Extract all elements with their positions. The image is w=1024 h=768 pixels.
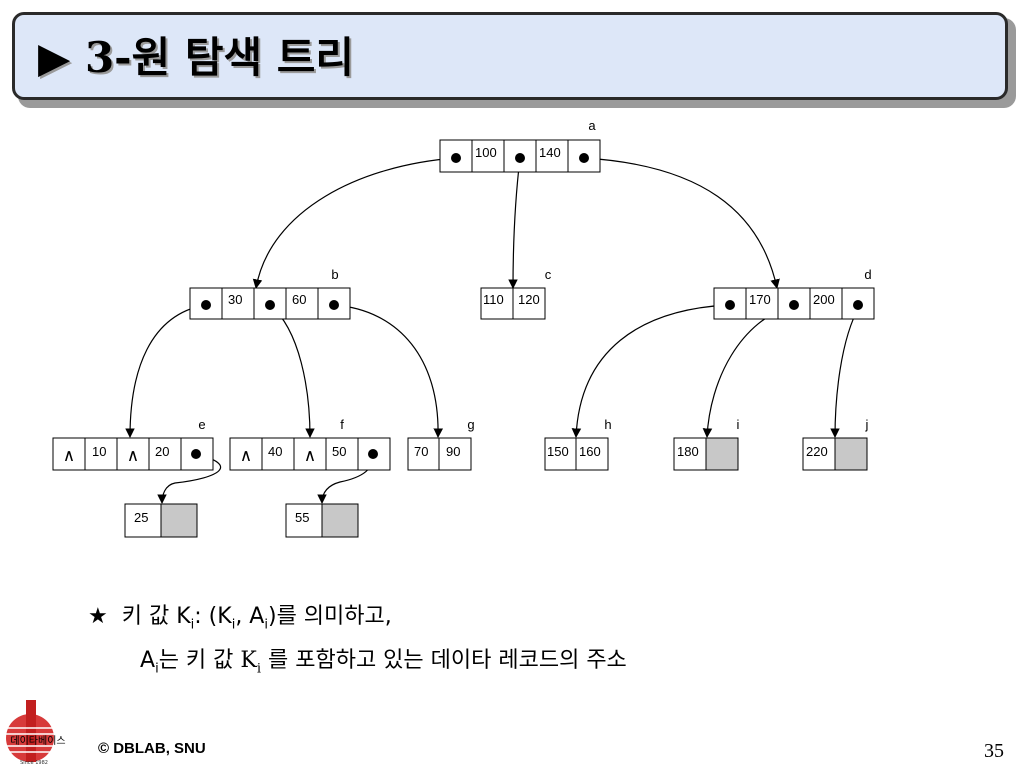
desc-text: 를 포함하고 있는 데이타 레코드의 주소 bbox=[261, 648, 627, 673]
desc-sub: i bbox=[264, 617, 268, 633]
desc-text: A bbox=[140, 648, 156, 673]
key-cell: 200 bbox=[813, 292, 835, 307]
node-h: h 150 160 bbox=[544, 417, 612, 471]
desc-key: K bbox=[240, 648, 257, 673]
edge-a-c bbox=[508, 157, 521, 289]
title-text: 원 탐색 트리 bbox=[131, 33, 355, 82]
key-cell: 10 bbox=[92, 444, 106, 459]
edge-a-b bbox=[252, 157, 457, 289]
title-box bbox=[12, 12, 1008, 100]
null-pointer-icon: ∧ bbox=[127, 446, 139, 465]
pointer-icon bbox=[329, 300, 339, 310]
title-arrow-icon: ▶ bbox=[38, 33, 71, 82]
node-e: e ∧ ∧ 10 20 bbox=[52, 417, 214, 471]
pointer-icon bbox=[265, 300, 275, 310]
node-label: h bbox=[604, 417, 611, 432]
key-cell: 140 bbox=[539, 145, 561, 160]
edge-b-f bbox=[269, 304, 315, 438]
key-cell: 220 bbox=[806, 444, 828, 459]
node-g: g 70 90 bbox=[407, 417, 475, 471]
pointer-icon bbox=[789, 300, 799, 310]
node-label: c bbox=[545, 267, 552, 282]
pointer-icon bbox=[201, 300, 211, 310]
pointer-icon bbox=[725, 300, 735, 310]
key-cell: 20 bbox=[155, 444, 169, 459]
pointer-icon bbox=[451, 153, 461, 163]
logo-since: Since 1982 bbox=[20, 760, 48, 766]
star-bullet-icon: ★ bbox=[88, 604, 108, 629]
node-label: i bbox=[737, 417, 740, 432]
null-pointer-icon: ∧ bbox=[304, 446, 316, 465]
empty-cell bbox=[834, 437, 868, 471]
key-cell: 25 bbox=[134, 510, 148, 525]
node-f: f ∧ ∧ 40 50 bbox=[229, 417, 391, 471]
dblab-logo: 데이타베이스 Since 1982 bbox=[0, 700, 76, 768]
key-cell: 160 bbox=[579, 444, 601, 459]
pointer-icon bbox=[368, 449, 378, 459]
node-i: i 180 bbox=[673, 417, 740, 471]
node-label: d bbox=[864, 267, 871, 282]
node-e-child: 25 bbox=[124, 503, 198, 538]
null-pointer-icon: ∧ bbox=[240, 446, 252, 465]
edge-d-j bbox=[830, 304, 861, 438]
edge-d-i bbox=[702, 304, 795, 438]
key-cell: 90 bbox=[446, 444, 460, 459]
node-f-child: 55 bbox=[285, 503, 359, 538]
footer-copyright: © DBLAB, SNU bbox=[98, 740, 206, 757]
key-cell: 180 bbox=[677, 444, 699, 459]
description-line-2: Ai는 키 값 Ki 를 포함하고 있는 데이타 레코드의 주소 bbox=[140, 642, 627, 676]
key-cell: 40 bbox=[268, 444, 282, 459]
empty-cell bbox=[705, 437, 739, 471]
node-label: a bbox=[588, 118, 596, 133]
slide-title: ▶ 3-원 탐색 트리 bbox=[38, 24, 354, 85]
pointer-icon bbox=[853, 300, 863, 310]
key-cell: 55 bbox=[295, 510, 309, 525]
description-line-1: ★키 값 Ki: (Ki, Ai)를 의미하고, bbox=[88, 598, 392, 632]
key-cell: 150 bbox=[547, 444, 569, 459]
empty-cell bbox=[160, 503, 198, 538]
key-cell: 120 bbox=[518, 292, 540, 307]
edge-b-e bbox=[125, 304, 206, 438]
node-a: a 100 140 bbox=[439, 118, 601, 173]
null-pointer-icon: ∧ bbox=[63, 446, 75, 465]
edge-d-h bbox=[571, 304, 728, 438]
key-cell: 30 bbox=[228, 292, 242, 307]
key-cell: 50 bbox=[332, 444, 346, 459]
node-label: e bbox=[198, 417, 205, 432]
node-label: b bbox=[331, 267, 338, 282]
desc-text: )를 의미하고, bbox=[267, 604, 392, 629]
node-d: d 170 200 bbox=[713, 267, 875, 320]
key-cell: 170 bbox=[749, 292, 771, 307]
key-cell: 70 bbox=[414, 444, 428, 459]
key-cell: 60 bbox=[292, 292, 306, 307]
title-number: 3- bbox=[84, 33, 132, 82]
node-label: g bbox=[467, 417, 474, 432]
node-j: j 220 bbox=[802, 417, 869, 471]
pointer-icon bbox=[579, 153, 589, 163]
key-cell: 110 bbox=[483, 292, 504, 307]
desc-sub: i bbox=[231, 617, 236, 633]
key-cell: 100 bbox=[475, 145, 497, 160]
desc-sub: i bbox=[155, 661, 159, 677]
edge-e-child bbox=[157, 453, 222, 504]
desc-sub: i bbox=[190, 617, 195, 633]
pointer-icon bbox=[515, 153, 525, 163]
edge-b-g bbox=[333, 304, 444, 438]
node-c: c 110 120 bbox=[480, 267, 552, 320]
node-b: b 30 60 bbox=[189, 267, 351, 320]
desc-text: 는 키 값 bbox=[158, 648, 241, 673]
desc-text: 키 값 K bbox=[121, 604, 191, 629]
desc-sub: i bbox=[256, 661, 261, 677]
page-number: 35 bbox=[984, 740, 1004, 762]
desc-text: : (K bbox=[194, 604, 232, 629]
node-label: j bbox=[865, 417, 869, 432]
logo-text: 데이타베이스 bbox=[10, 735, 65, 747]
edge-a-d bbox=[583, 157, 780, 289]
desc-text: , A bbox=[235, 604, 265, 629]
empty-cell bbox=[321, 503, 359, 538]
node-label: f bbox=[340, 417, 344, 432]
pointer-icon bbox=[191, 449, 201, 459]
